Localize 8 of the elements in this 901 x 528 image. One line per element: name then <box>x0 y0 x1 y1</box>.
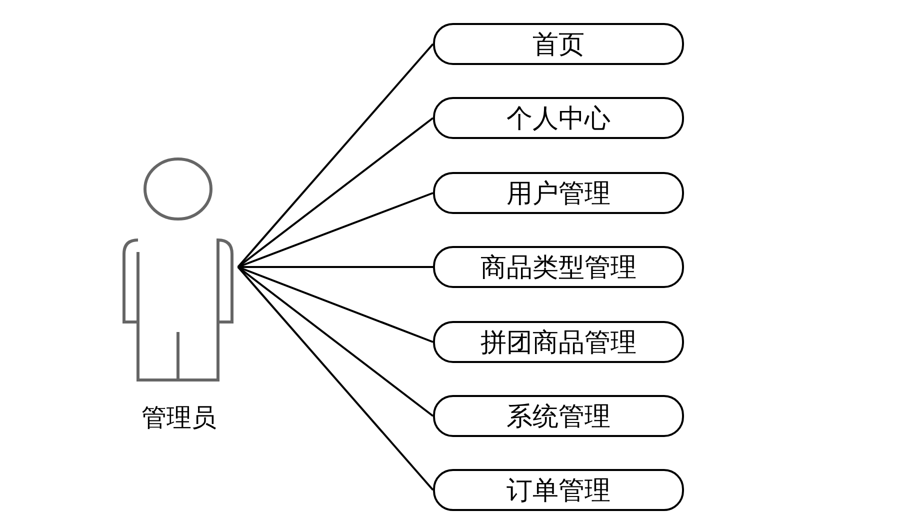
connector-line <box>237 266 434 491</box>
connector-line <box>237 266 434 417</box>
connector-line <box>237 43 434 268</box>
actor-label: 管理员 <box>140 402 218 434</box>
connector-line <box>238 192 434 268</box>
connector-line <box>238 266 433 268</box>
connector-line <box>237 117 434 268</box>
connector-line <box>238 266 434 343</box>
